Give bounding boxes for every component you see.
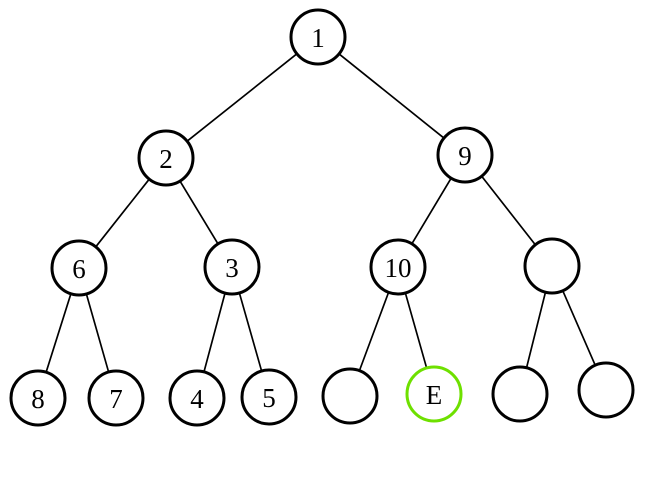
node-circle-nD[interactable] — [577, 361, 635, 419]
tree-edge-n2-n6 — [95, 179, 150, 247]
node-circle-5[interactable] — [240, 368, 298, 426]
tree-edge-n2-n3 — [179, 181, 219, 244]
node-label-4: 4 — [190, 384, 204, 414]
tree-edge-nA-nD — [562, 290, 596, 366]
tree-edge-n1-n9 — [338, 53, 445, 139]
tree-edge-n9-nA — [481, 176, 536, 245]
node-label-1: 1 — [311, 23, 325, 53]
tree-node-7[interactable]: 7 — [87, 369, 145, 427]
node-circle-6[interactable] — [50, 239, 108, 297]
tree-node-10[interactable]: 10 — [369, 238, 427, 296]
node-label-5: 5 — [262, 383, 276, 413]
node-label-8: 8 — [31, 384, 45, 414]
node-label-2: 2 — [159, 144, 173, 174]
tree-edge-n3-n4 — [203, 293, 226, 372]
node-label-9: 9 — [458, 141, 472, 171]
tree-node-nD[interactable] — [577, 361, 635, 419]
tree-edge-n10-nE — [404, 293, 428, 368]
node-circle-7[interactable] — [87, 369, 145, 427]
tree-edge-n3-n5 — [238, 293, 263, 371]
tree-node-9[interactable]: 9 — [436, 126, 494, 184]
node-circle-4[interactable] — [168, 369, 226, 427]
node-circle-nB[interactable] — [321, 367, 379, 425]
tree-edge-n1-n2 — [187, 53, 297, 142]
node-circle-nA[interactable] — [523, 237, 581, 295]
node-circle-E[interactable] — [405, 365, 463, 423]
node-circle-9[interactable] — [436, 126, 494, 184]
node-label-10: 10 — [385, 253, 412, 283]
tree-edge-n9-n10 — [411, 178, 452, 244]
node-label-3: 3 — [225, 253, 239, 283]
tree-edge-nA-nC — [525, 292, 547, 368]
node-circle-3[interactable] — [203, 238, 261, 296]
tree-edges-group — [45, 53, 596, 373]
node-circle-10[interactable] — [369, 238, 427, 296]
tree-node-8[interactable]: 8 — [9, 369, 67, 427]
node-circle-1[interactable] — [289, 8, 347, 66]
tree-node-3[interactable]: 3 — [203, 238, 261, 296]
tree-node-E[interactable]: E — [405, 365, 463, 423]
tree-node-5[interactable]: 5 — [240, 368, 298, 426]
tree-node-2[interactable]: 2 — [137, 129, 195, 187]
tree-node-4[interactable]: 4 — [168, 369, 226, 427]
node-circle-nC[interactable] — [491, 365, 549, 423]
tree-node-nB[interactable] — [321, 367, 379, 425]
node-label-7: 7 — [109, 384, 123, 414]
node-circle-2[interactable] — [137, 129, 195, 187]
tree-node-6[interactable]: 6 — [50, 239, 108, 297]
node-circle-8[interactable] — [9, 369, 67, 427]
node-label-6: 6 — [72, 254, 86, 284]
tree-node-nC[interactable] — [491, 365, 549, 423]
node-label-E: E — [426, 380, 443, 410]
tree-node-1[interactable]: 1 — [289, 8, 347, 66]
tree-edge-n6-n8 — [45, 293, 72, 373]
tree-edge-n6-n7 — [85, 294, 110, 372]
tree-edge-n10-nB — [358, 292, 390, 371]
tree-node-nA[interactable] — [523, 237, 581, 295]
